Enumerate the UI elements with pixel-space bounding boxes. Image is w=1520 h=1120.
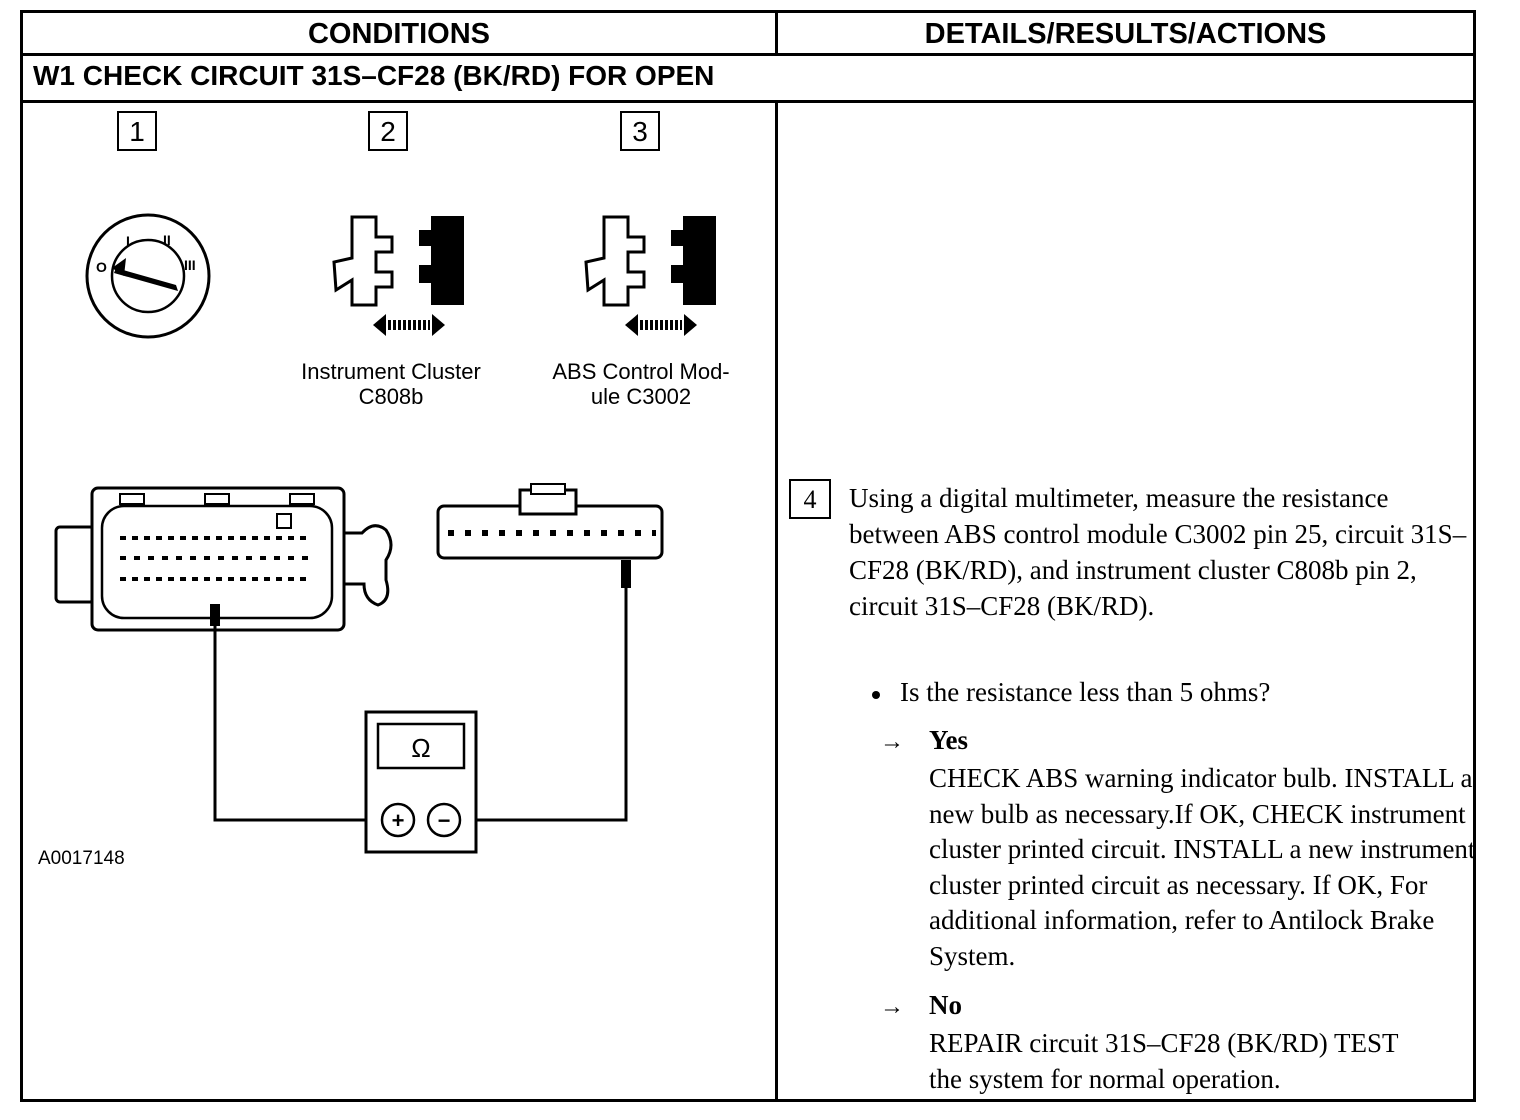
plus-terminal-icon — [380, 802, 416, 838]
step-title: W1 CHECK CIRCUIT 31S–CF28 (BK/RD) FOR OP… — [33, 60, 715, 91]
connector-disconnect-icon — [332, 215, 464, 336]
step-instruction: Using a digital multimeter, measure the … — [849, 483, 1467, 621]
step-number-4: 4 — [789, 479, 831, 519]
step-number-1: 1 — [117, 111, 157, 151]
ignition-mark-3: III — [184, 257, 196, 273]
wiring-diagram: O I II III — [54, 213, 716, 854]
label-line: Instrument Cluster — [301, 359, 481, 384]
test-lead-wire — [476, 588, 628, 822]
yes-label: Yes — [929, 725, 968, 755]
column-divider — [775, 103, 778, 1099]
diagnostic-table: CONDITIONS DETAILS/RESULTS/ACTIONS W1 CH… — [20, 10, 1476, 1102]
ignition-switch-icon: O I II III — [85, 213, 211, 339]
conditions-header: CONDITIONS — [23, 13, 778, 53]
test-lead-wire — [213, 626, 366, 822]
connector-disconnect-icon — [584, 215, 716, 336]
no-label: No — [929, 990, 962, 1020]
figure-id: A0017148 — [38, 848, 125, 869]
multimeter-icon: Ω + − — [364, 710, 478, 854]
bullet-icon — [872, 690, 880, 699]
minus-terminal-icon — [426, 802, 462, 838]
arrow-icon: → — [880, 729, 904, 755]
step-number-3: 3 — [620, 111, 660, 151]
ignition-mark-1: I — [126, 233, 130, 249]
step-title-row: W1 CHECK CIRCUIT 31S–CF28 (BK/RD) FOR OP… — [23, 56, 1473, 103]
step-number-2: 2 — [368, 111, 408, 151]
ignition-mark-2: II — [163, 232, 171, 248]
question-bullet: Is the resistance less than 5 ohms? — [872, 674, 1270, 710]
instrument-cluster-connector-face — [54, 486, 393, 632]
yes-action: CHECK ABS warning indicator bulb. INSTAL… — [929, 763, 1476, 971]
details-header: DETAILS/RESULTS/ACTIONS — [924, 18, 1327, 50]
table-header-row: CONDITIONS DETAILS/RESULTS/ACTIONS — [23, 13, 1473, 56]
abs-module-label: ABS Control Mod- ule C3002 — [536, 359, 746, 409]
plus-sign: + — [392, 808, 405, 833]
label-line: ule C3002 — [590, 384, 692, 409]
no-action: REPAIR circuit 31S–CF28 (BK/RD) TEST the… — [929, 1028, 1399, 1094]
label-line: ABS Control Mod- — [552, 359, 730, 384]
ignition-mark-0: O — [96, 259, 107, 275]
minus-sign: − — [438, 808, 451, 833]
ohm-symbol: Ω — [411, 733, 430, 763]
instrument-cluster-label: Instrument Cluster C808b — [284, 359, 498, 409]
abs-module-connector-face — [436, 483, 664, 588]
label-line: C808b — [358, 384, 424, 409]
question-text: Is the resistance less than 5 ohms? — [900, 677, 1271, 707]
arrow-icon: → — [880, 994, 904, 1020]
